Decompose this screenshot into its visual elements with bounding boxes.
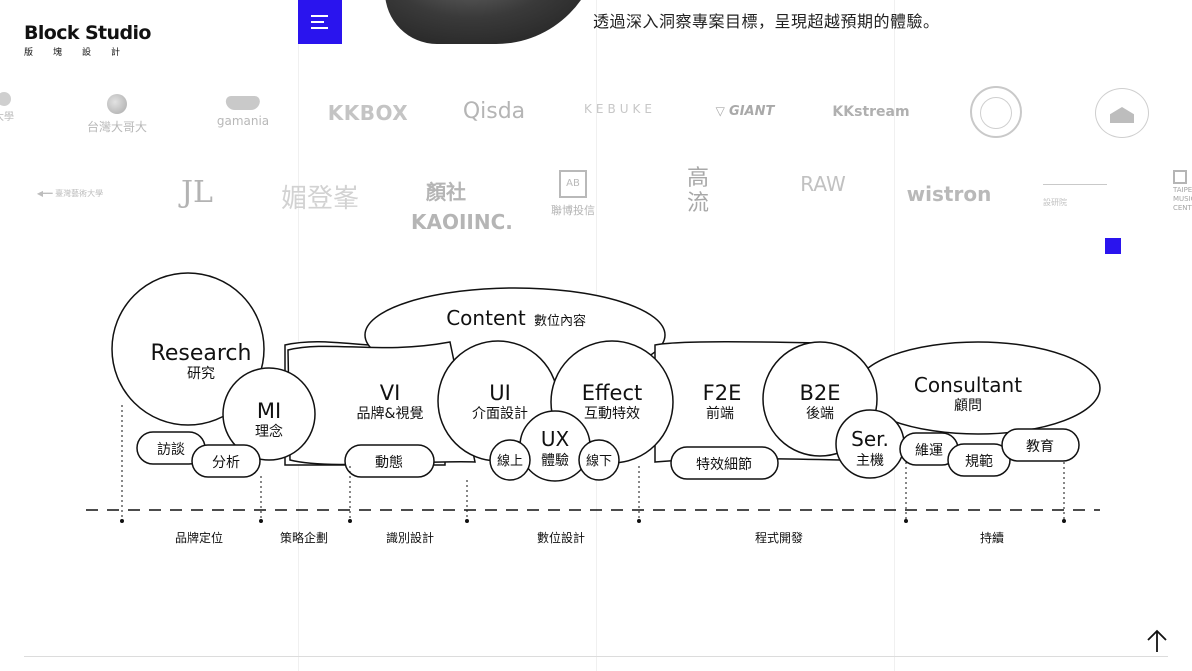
client-logo: AB 聯博投信 [551,170,595,218]
client-logo: 設研院 [1043,184,1107,208]
bubble-label: 數位內容 [534,313,586,329]
bubble-label: B2E [799,381,840,405]
pill-guidelines [947,443,1011,477]
client-logo [1095,88,1149,138]
bubble-label: Consultant [914,373,1022,397]
brand-logo[interactable]: Block Studio 版塊設計 [24,22,151,58]
phase-label: 識別設計 [386,530,434,545]
client-logo: 媚登峯 [280,184,360,214]
brand-subtitle: 版塊設計 [24,48,141,58]
phase-label: 持續 [980,530,1004,545]
pill-motion [344,444,435,478]
pill-analysis [191,444,261,478]
bubble-label: F2E [703,381,742,405]
client-logo: ◀━━ 臺灣藝術大學 [36,189,104,198]
layout-guide [298,0,299,671]
bubble-label: 顧問 [954,398,982,414]
pill-label: 規範 [965,453,993,470]
bubble-label: 前端 [706,405,734,422]
client-logo: KKBOX [327,101,409,125]
phase-label: 數位設計 [537,530,585,545]
bubble-label: 理念 [255,423,283,440]
pill-education [1001,428,1080,462]
arrow-up-icon [1147,629,1167,652]
bubble-vi [287,341,476,466]
bubble-label: 介面設計 [472,406,528,422]
bubble-offline [578,439,620,481]
bubble-label: 研究 [187,366,215,382]
hamburger-icon [311,21,324,23]
bubble-label: 體驗 [541,453,569,469]
bubble-label: UX [541,427,570,451]
layout-guide [894,0,895,671]
hero-tagline: 透過深入洞察專案目標，呈現超越預期的體驗。 [593,12,940,31]
footer-divider [24,656,1168,657]
accent-square [1105,238,1121,254]
pill-label: 分析 [212,455,240,471]
timeline-dot [904,519,908,523]
pill-effect-details [670,446,779,480]
bubble-label: UI [489,381,511,405]
client-logo: wistron [906,182,992,206]
client-logo: 高流 [686,166,709,216]
client-logo: JL [181,175,213,210]
bubble-online [489,439,531,481]
phase-label: 品牌定位 [175,530,223,545]
pill-label: 維運 [915,443,943,459]
client-logo: gamania [217,96,269,128]
brand-name: Block Studio [24,22,151,44]
bubble-label: 主機 [856,453,884,469]
pill-label: 訪談 [157,442,185,458]
timeline-dot [1062,519,1066,523]
client-logo: KKstream [832,104,910,120]
bubble-label: Research [151,341,252,366]
bubble-mi [222,367,316,461]
hamburger-icon [311,27,328,29]
menu-button[interactable] [298,0,342,44]
timeline-dot [259,519,263,523]
pill-label: 特效細節 [696,456,752,473]
client-logo: RAW [800,172,846,196]
pill-label: 線上 [497,453,523,469]
client-logo: Qisda [462,99,526,124]
bubble-research [111,272,265,426]
bubble-label: Ser. [851,427,889,451]
pill-label: 動態 [375,455,403,471]
client-logo: KEBUKE [584,102,656,116]
bubble-label: Effect [582,381,642,405]
bubble-label: MI [257,399,281,423]
timeline-dot [637,519,641,523]
pill-label: 教育 [1026,439,1054,455]
pill-label: 線下 [586,453,612,469]
bubble-label: VI [380,381,401,405]
client-logo: 大學 [0,92,19,123]
phase-label: 程式開發 [755,530,803,545]
client-logo: ▽ GIANT [715,104,775,119]
scroll-top-button[interactable] [1144,628,1170,654]
timeline-dot [120,519,124,523]
hamburger-icon [311,15,328,17]
phase-label: 策略企劃 [280,530,328,545]
bubble-label: Content [446,306,526,330]
client-logo: 台灣大哥大 [87,94,147,135]
bubble-label: 品牌&視覺 [357,405,424,422]
bubble-label: 後端 [806,406,834,422]
bubble-label: 互動特效 [584,406,640,422]
client-logo [970,86,1022,138]
timeline-dot [348,519,352,523]
timeline-dot [465,519,469,523]
